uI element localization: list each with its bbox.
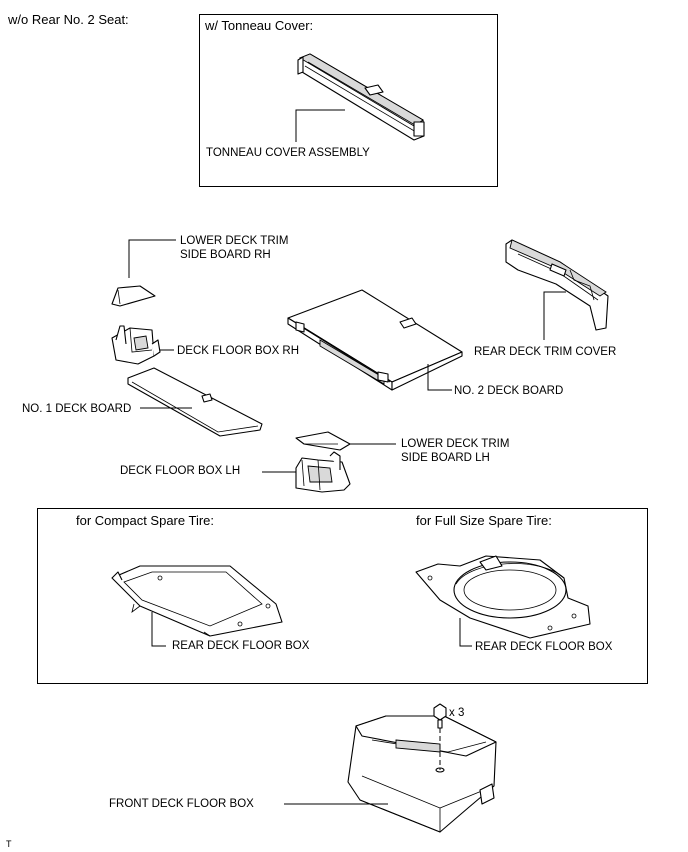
deck-floor-box-lh-label: DECK FLOOR BOX LH (120, 465, 241, 477)
rear-deck-floor-box-full-leader (459, 618, 472, 647)
rear-deck-floor-box-compact-leader (151, 612, 166, 647)
tonneau-leader (295, 109, 345, 142)
lower-deck-trim-lh-label-1: LOWER DECK TRIM (401, 438, 510, 450)
lower-deck-trim-rh-leader (128, 239, 176, 278)
bolt-quantity-label: x 3 (449, 707, 465, 719)
deck-floor-box-lh-drawing (295, 451, 351, 493)
deck-floor-box-rh-label: DECK FLOOR BOX RH (177, 345, 300, 357)
tonneau-cover-label: TONNEAU COVER ASSEMBLY (206, 147, 370, 159)
front-deck-floor-box-drawing (347, 715, 497, 833)
rear-deck-trim-cover-leader (543, 291, 566, 340)
corner-mark: T (6, 839, 12, 849)
front-deck-floor-box-label: FRONT DECK FLOOR BOX (109, 798, 254, 810)
compact-spare-header: for Compact Spare Tire: (76, 513, 214, 528)
lower-deck-trim-rh-label-1: LOWER DECK TRIM (180, 235, 289, 247)
no1-deck-board-drawing (127, 367, 263, 437)
rear-deck-floor-box-full-label: REAR DECK FLOOR BOX (475, 641, 613, 653)
rear-deck-trim-cover-drawing (505, 239, 609, 331)
condition-label: w/o Rear No. 2 Seat: (8, 12, 129, 27)
deck-floor-box-rh-drawing (111, 325, 161, 365)
tonneau-cover-frame (199, 14, 498, 187)
spare-tire-frame (37, 508, 648, 684)
lower-deck-trim-rh-drawing (111, 285, 156, 307)
lower-deck-trim-lh-label-2: SIDE BOARD LH (401, 452, 490, 464)
bolt-icon (433, 703, 447, 729)
rear-deck-floor-box-full-drawing (415, 555, 591, 639)
no1-deck-board-label: NO. 1 DECK BOARD (22, 403, 132, 415)
full-spare-header: for Full Size Spare Tire: (416, 513, 552, 528)
no2-deck-board-drawing (287, 289, 463, 391)
rear-deck-trim-cover-label: REAR DECK TRIM COVER (474, 346, 617, 358)
rear-deck-floor-box-compact-label: REAR DECK FLOOR BOX (172, 640, 310, 652)
tonneau-cover-header: w/ Tonneau Cover: (205, 18, 314, 33)
rear-deck-floor-box-compact-drawing (111, 565, 283, 637)
tonneau-cover-assembly-drawing (297, 53, 425, 141)
lower-deck-trim-rh-label-2: SIDE BOARD RH (180, 249, 271, 261)
no2-deck-board-leader (427, 364, 452, 391)
lower-deck-trim-lh-drawing (295, 431, 351, 451)
no2-deck-board-label: NO. 2 DECK BOARD (454, 385, 564, 397)
